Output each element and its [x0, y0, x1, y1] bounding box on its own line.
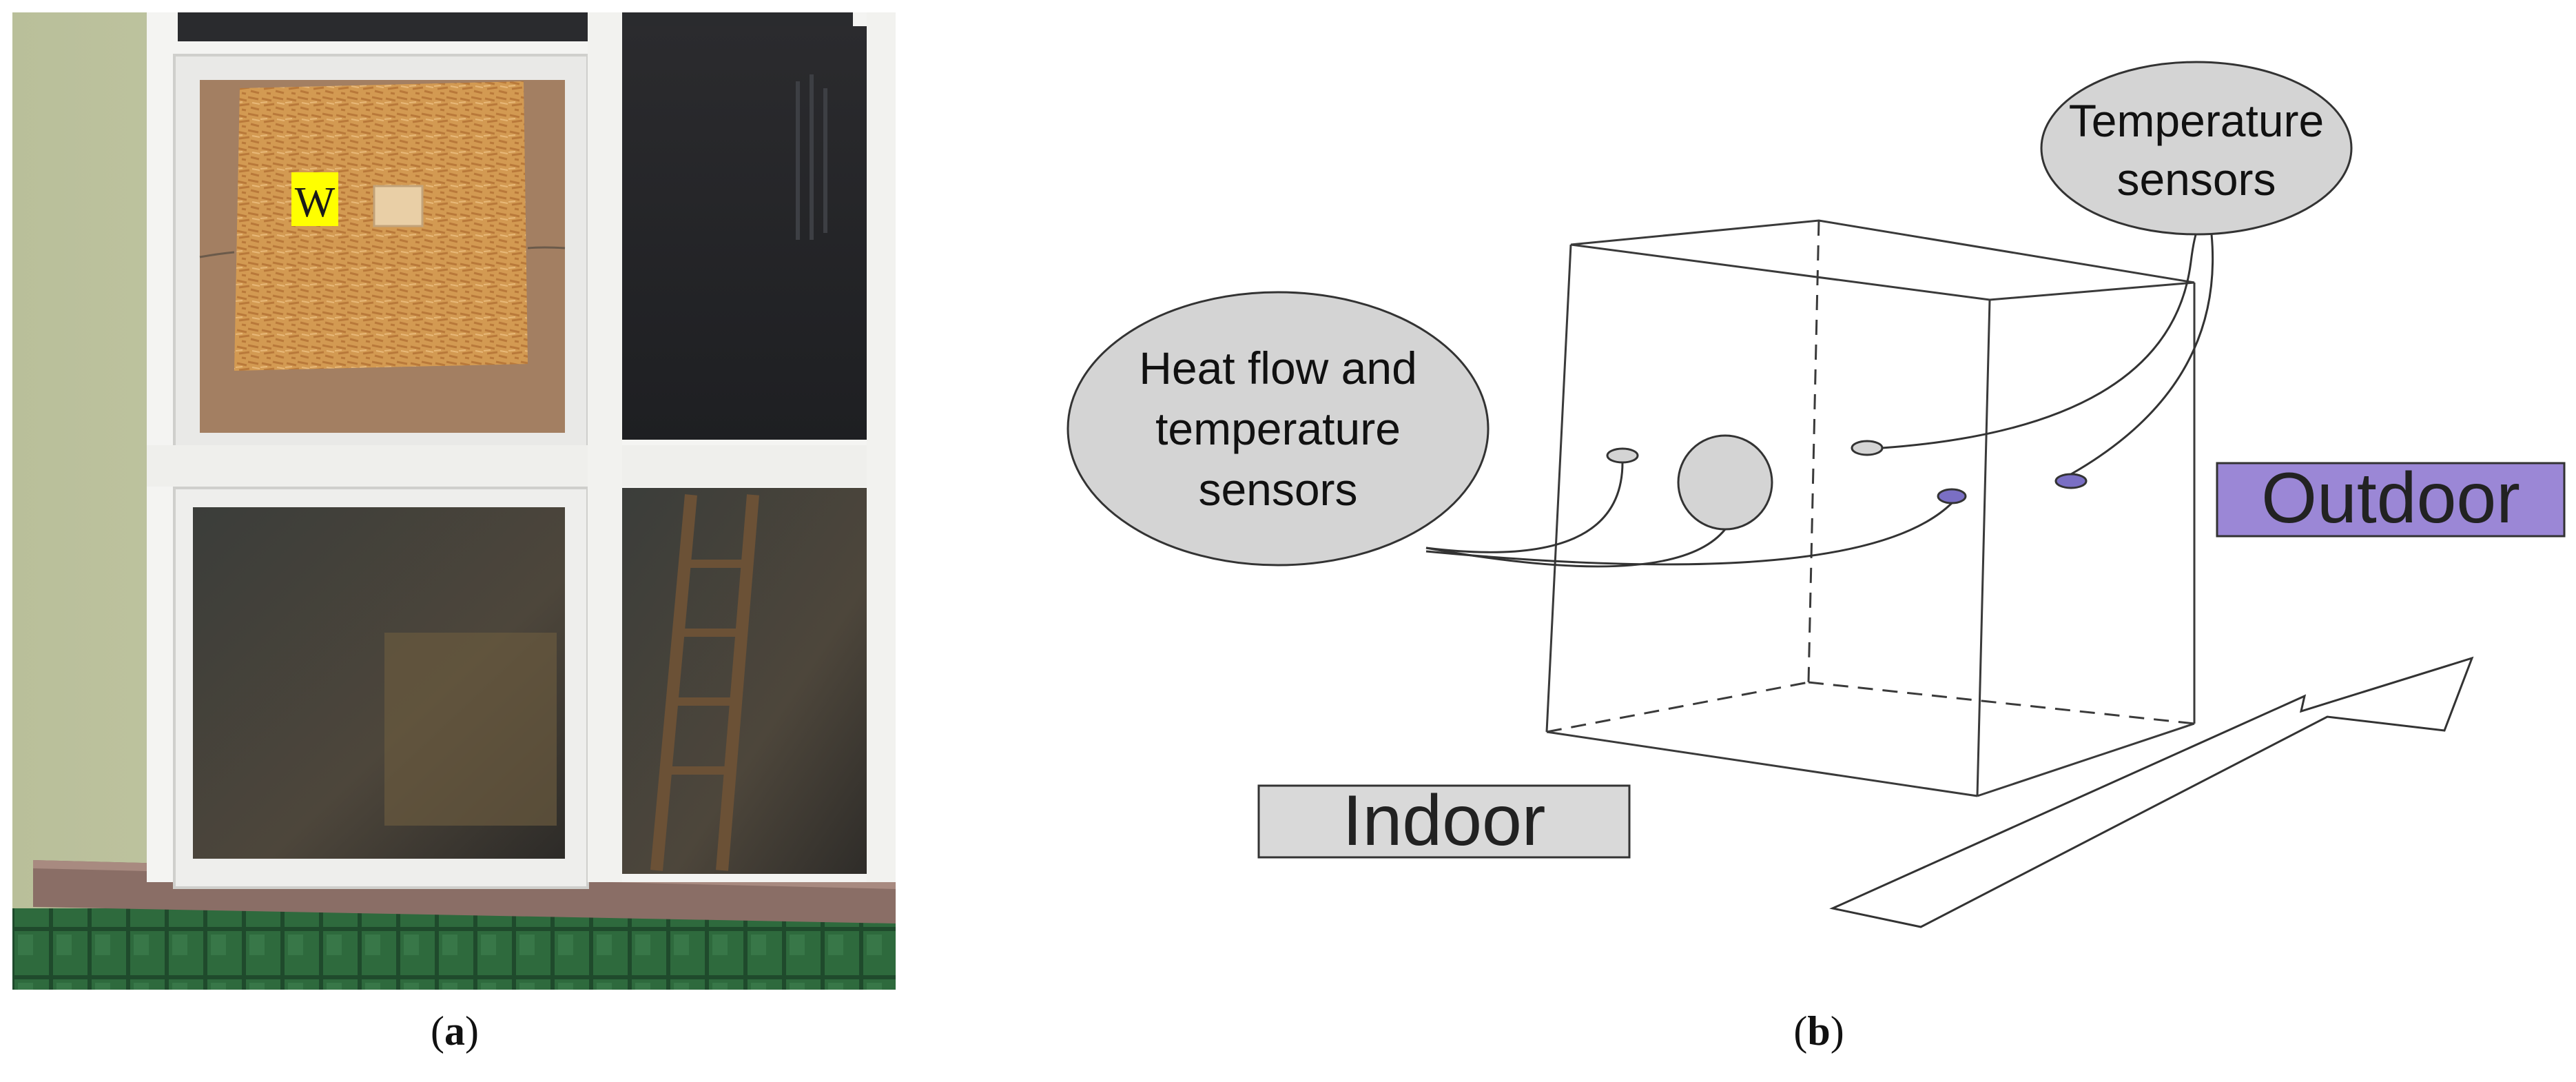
outdoor-label-box	[2216, 462, 2566, 538]
heat-flow-bubble	[1067, 291, 1490, 566]
heat-flow-label-line-2: temperature	[1155, 403, 1401, 454]
sensor-diagram: Heat flow and temperature sensors Temper…	[1033, 0, 2576, 979]
w-marker-label: W	[295, 179, 336, 226]
heat-flow-plate	[1677, 434, 1773, 531]
window-photo-drawing: W	[12, 12, 896, 990]
cube-hidden-edges	[1546, 220, 2195, 733]
outdoor-label: Outdoor	[2261, 458, 2520, 538]
heat-flow-label-line-3: sensors	[1198, 464, 1357, 515]
caption-a: (a)	[431, 1008, 479, 1054]
caption-b: (b)	[1793, 1008, 1844, 1054]
outdoor-surface-sensor	[1937, 488, 1967, 504]
inner-temperature-sensor	[1851, 440, 1884, 456]
heat-flow-label-line-1: Heat flow and	[1139, 343, 1417, 394]
sensor-block	[373, 185, 424, 227]
sensor-cables	[1425, 224, 2214, 568]
sensor-diagram-drawing: Heat flow and temperature sensors Temper…	[1067, 61, 2566, 928]
temperature-sensors-label-line-1: Temperature	[2069, 95, 2325, 146]
w-marker	[291, 172, 338, 226]
temperature-sensors-bubble	[2040, 61, 2353, 236]
heat-flow-arrow	[1829, 656, 2474, 928]
indoor-surface-sensor	[1606, 447, 1639, 464]
outdoor-air-sensor	[2054, 473, 2088, 489]
indoor-label: Indoor	[1343, 781, 1546, 861]
indoor-label-box	[1257, 784, 1631, 859]
temperature-sensors-label-line-2: sensors	[2116, 154, 2276, 205]
tiled-wall	[12, 908, 896, 990]
upper-right-pane	[622, 26, 877, 440]
window-photo: W	[12, 12, 896, 990]
cube-outline	[1545, 219, 2196, 797]
